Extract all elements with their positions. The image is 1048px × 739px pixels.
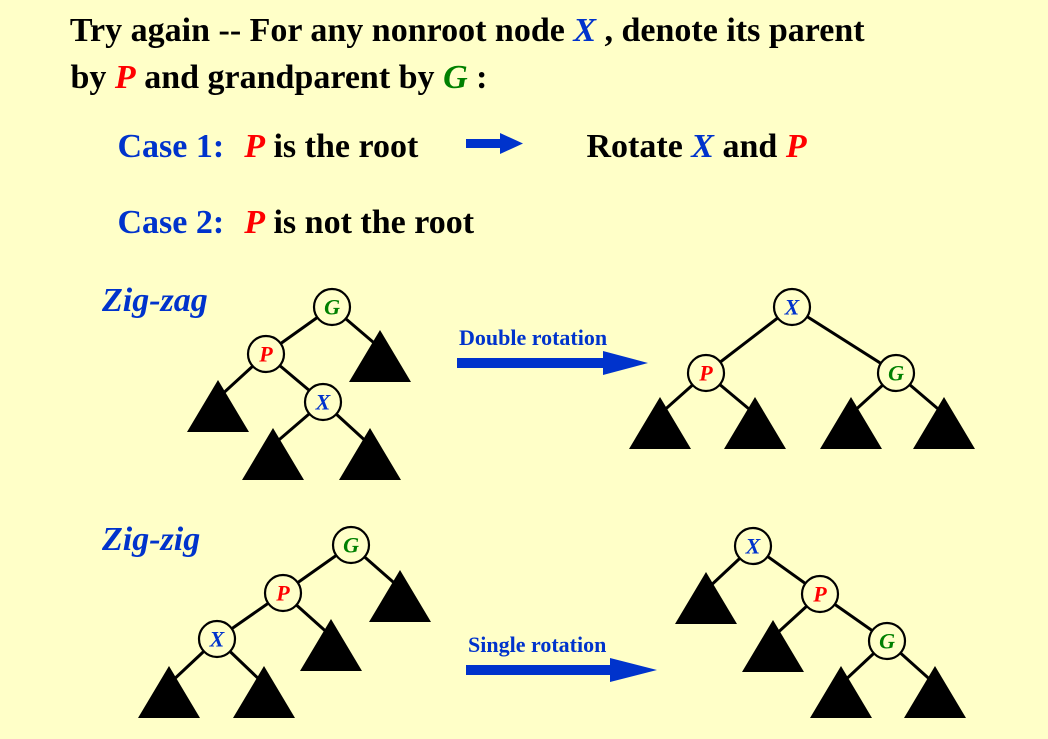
case-1-action-text: Rotate	[587, 128, 692, 165]
subtree-a: A	[675, 572, 737, 627]
node-p-label: P	[275, 581, 290, 606]
single-rotation-label: Single rotation	[468, 632, 606, 657]
subtree-c: C	[810, 666, 872, 721]
title-line-2: by P and grandparent by G :	[28, 59, 513, 96]
title-line-1-part-1: Try again -- For any nonroot node	[70, 12, 573, 49]
title-p-symbol: P	[114, 59, 136, 96]
case-1-p2: P	[785, 128, 807, 165]
subtree-a: A	[138, 666, 200, 721]
zigzag-after-tree: A B C D X P G	[629, 287, 975, 452]
node-x: X	[197, 619, 237, 659]
node-g-label: G	[324, 295, 340, 320]
node-x-label: X	[784, 295, 801, 320]
subtree-a-label: A	[698, 605, 713, 627]
case-2-label: Case 2:	[118, 204, 225, 241]
title-line-2-part-1: by	[71, 59, 115, 96]
zigzag-before-tree: D A B C G P X	[187, 287, 411, 483]
node-p: P	[246, 334, 286, 374]
node-g: G	[876, 353, 916, 393]
node-g-label: G	[343, 533, 359, 558]
title-line-1: Try again -- For any nonroot node X , de…	[28, 12, 890, 49]
title-x-symbol: X	[572, 12, 597, 49]
case-1-rest: is the root	[265, 128, 419, 165]
subtree-b: B	[742, 620, 804, 675]
zigzag-label: Zig-zag	[101, 282, 208, 319]
node-p: P	[686, 353, 726, 393]
title-line-2-part-3: and grandparent by	[136, 59, 443, 96]
subtree-a: A	[629, 397, 691, 452]
case-1-line: Case 1: P is the root	[75, 128, 444, 165]
case-2-rest: is not the root	[265, 204, 475, 241]
case-1-arrow	[466, 133, 523, 154]
case-1-x: X	[690, 128, 715, 165]
node-p: P	[263, 573, 303, 613]
subtree-a-label: A	[652, 430, 667, 452]
double-rotation-label: Double rotation	[459, 325, 607, 350]
zigzig-after-tree: A B C D X P G	[675, 526, 966, 721]
subtree-d: D	[904, 666, 966, 721]
node-g: G	[312, 287, 352, 327]
zigzig-before-tree: D C A B G P X	[138, 525, 431, 721]
node-x-label: X	[745, 534, 762, 559]
subtree-b: B	[242, 428, 304, 483]
case-1-p: P	[243, 128, 265, 165]
node-p-label: P	[258, 342, 273, 367]
node-x-label: X	[315, 390, 332, 415]
node-x: X	[733, 526, 773, 566]
node-g: G	[331, 525, 371, 565]
subtree-c: C	[300, 619, 362, 674]
subtree-b: B	[233, 666, 295, 721]
subtree-c-label: C	[324, 652, 338, 674]
subtree-d-label: D	[936, 430, 952, 452]
subtree-d: D	[349, 330, 411, 385]
case-1-label: Case 1:	[118, 128, 225, 165]
subtree-a: A	[187, 380, 249, 435]
subtree-a-label: A	[161, 699, 176, 721]
title-line-2-part-5: :	[468, 59, 488, 96]
title-line-1-part-3: , denote its parent	[596, 12, 865, 49]
subtree-b-label: B	[767, 653, 779, 675]
subtree-d: D	[369, 570, 431, 625]
subtree-a-label: A	[210, 413, 225, 435]
edge-x-g	[791, 305, 897, 375]
subtree-c: C	[339, 428, 401, 483]
subtree-d-label: D	[372, 363, 388, 385]
subtree-d: D	[913, 397, 975, 452]
title-g-symbol: G	[443, 59, 468, 96]
subtree-c-label: C	[834, 699, 848, 721]
node-p-label: P	[812, 582, 827, 607]
subtree-d-label: D	[392, 603, 408, 625]
node-g-label: G	[879, 629, 895, 654]
node-p-label: P	[698, 361, 713, 386]
subtree-b-label: B	[749, 430, 761, 452]
node-x-label: X	[209, 627, 226, 652]
node-x: X	[303, 382, 343, 422]
node-p: P	[800, 574, 840, 614]
zigzig-label: Zig-zig	[101, 521, 200, 558]
subtree-b: B	[724, 397, 786, 452]
node-g-label: G	[888, 361, 904, 386]
single-rotation-arrow	[466, 658, 657, 682]
case-1-and: and	[714, 128, 786, 165]
case-1-action: Rotate X and P	[544, 128, 832, 165]
case-2-p: P	[243, 204, 265, 241]
node-x: X	[772, 287, 812, 327]
subtree-c-label: C	[363, 461, 377, 483]
case-2-line: Case 2: P is not the root	[75, 204, 500, 241]
node-g: G	[867, 621, 907, 661]
subtree-c: C	[820, 397, 882, 452]
subtree-b-label: B	[258, 699, 270, 721]
subtree-c-label: C	[844, 430, 858, 452]
subtree-d-label: D	[927, 699, 943, 721]
double-rotation-arrow	[457, 351, 648, 375]
subtree-b-label: B	[267, 461, 279, 483]
